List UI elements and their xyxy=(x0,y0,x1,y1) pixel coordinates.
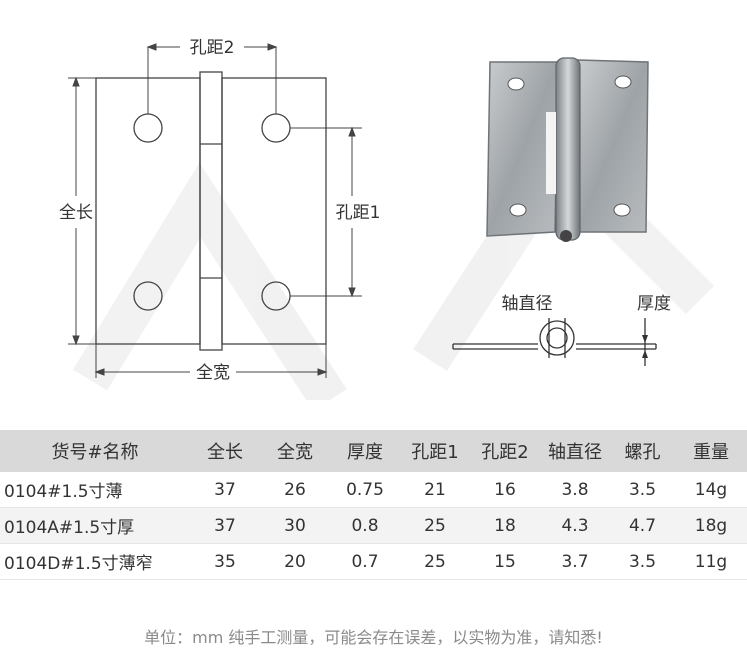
thickness-arrows xyxy=(642,335,648,358)
cell-name: 0104D#1.5寸薄窄 xyxy=(0,543,190,580)
dimension-lines xyxy=(68,43,362,378)
table-row: 0104A#1.5寸厚 37 30 0.8 25 18 4.3 4.7 18g xyxy=(0,507,747,544)
cell: 0.75 xyxy=(330,472,400,508)
label-hole-spacing-2: 孔距2 xyxy=(190,38,235,58)
cell-name: 0104#1.5寸薄 xyxy=(0,472,190,508)
header-total-width: 全宽 xyxy=(260,430,330,472)
cell: 4.3 xyxy=(540,507,610,544)
header-thickness: 厚度 xyxy=(330,430,400,472)
measurement-note: 单位：mm 纯手工测量，可能会存在误差，以实物为准，请知悉! xyxy=(144,628,603,647)
cell: 37 xyxy=(190,507,260,544)
cell: 18 xyxy=(470,507,540,544)
label-total-length: 全长 xyxy=(59,203,93,223)
header-weight: 重量 xyxy=(675,430,747,472)
header-screw-hole: 螺孔 xyxy=(610,430,675,472)
cell: 20 xyxy=(260,543,330,580)
header-hole-spacing-2: 孔距2 xyxy=(470,430,540,472)
cell: 18g xyxy=(675,507,747,544)
cell: 11g xyxy=(675,543,747,580)
cell: 30 xyxy=(260,507,330,544)
cell: 14g xyxy=(675,472,747,508)
cell: 35 xyxy=(190,543,260,580)
header-hole-spacing-1: 孔距1 xyxy=(400,430,470,472)
label-total-width: 全宽 xyxy=(196,363,230,383)
cell: 3.8 xyxy=(540,472,610,508)
spec-table: 货号#名称 全长 全宽 厚度 孔距1 孔距2 轴直径 螺孔 重量 0104#1.… xyxy=(0,430,747,580)
cell: 15 xyxy=(470,543,540,580)
screw-hole xyxy=(133,281,163,311)
cell-name: 0104A#1.5寸厚 xyxy=(0,507,190,544)
header-name: 货号#名称 xyxy=(0,430,190,472)
hinge-knuckle xyxy=(199,71,223,351)
cell: 25 xyxy=(400,543,470,580)
cell: 16 xyxy=(470,472,540,508)
label-hole-spacing-1: 孔距1 xyxy=(336,203,381,223)
table-header-row: 货号#名称 全长 全宽 厚度 孔距1 孔距2 轴直径 螺孔 重量 xyxy=(0,430,747,472)
cell: 3.5 xyxy=(610,543,675,580)
cell: 3.5 xyxy=(610,472,675,508)
cell: 0.8 xyxy=(330,507,400,544)
cell: 21 xyxy=(400,472,470,508)
hinge-side-profile xyxy=(452,318,657,366)
screw-hole xyxy=(133,113,163,143)
hinge-diagram: 孔距2 孔距1 全长 全宽 xyxy=(59,38,715,400)
cell: 26 xyxy=(260,472,330,508)
cell: 0.7 xyxy=(330,543,400,580)
screw-hole xyxy=(261,113,291,143)
table-row: 0104D#1.5寸薄窄 35 20 0.7 25 15 3.7 3.5 11g xyxy=(0,543,747,580)
cell: 37 xyxy=(190,472,260,508)
label-axis-diameter: 轴直径 xyxy=(502,294,553,314)
cell: 25 xyxy=(400,507,470,544)
cell: 4.7 xyxy=(610,507,675,544)
hinge-photo xyxy=(486,57,649,242)
table-row: 0104#1.5寸薄 37 26 0.75 21 16 3.8 3.5 14g xyxy=(0,472,747,508)
label-thickness: 厚度 xyxy=(637,294,671,314)
cell: 3.7 xyxy=(540,543,610,580)
header-axis-diameter: 轴直径 xyxy=(540,430,610,472)
header-total-length: 全长 xyxy=(190,430,260,472)
